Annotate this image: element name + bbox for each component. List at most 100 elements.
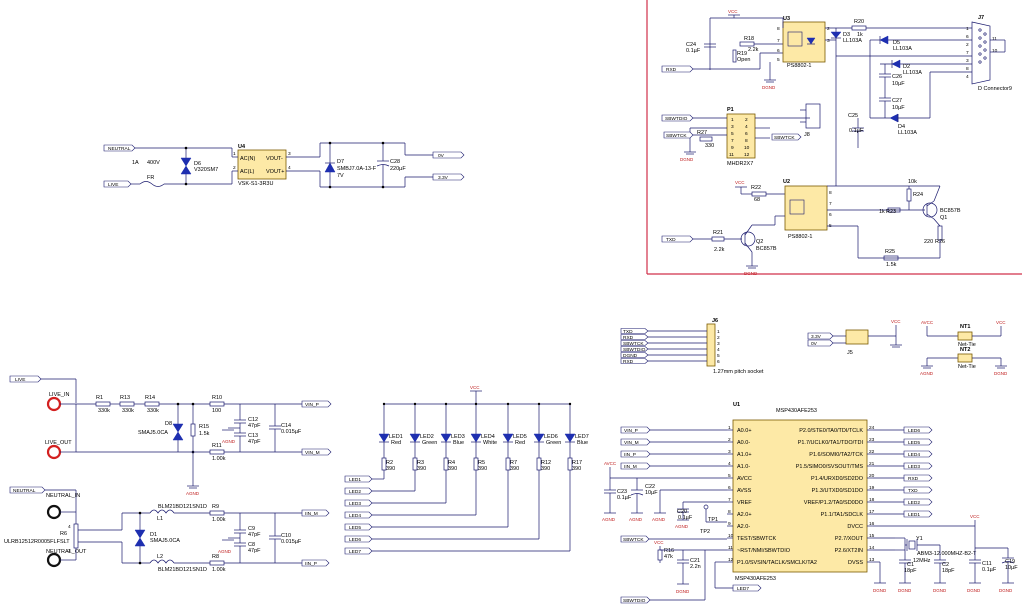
net-label-vin-m: VIN_M — [305, 450, 320, 456]
net-flag-mcu-right — [903, 462, 933, 470]
agnd-label-r15: AGND — [186, 491, 200, 496]
net-flag-sbwtck-mcu — [620, 535, 650, 543]
net-label-vin-p: VIN_P — [305, 402, 319, 408]
net-flag-mcu-left — [620, 450, 651, 458]
net-label-mcu-right: LED5 — [908, 440, 920, 446]
d5-ref: D5 — [893, 40, 900, 46]
led-color: Blue — [453, 440, 464, 446]
net-flag-live-ps — [103, 180, 132, 188]
net-label-j6: RXD — [623, 359, 634, 365]
net-label-3v3: 3.3V — [438, 175, 449, 181]
mcu-dgnd-rst: DGND — [676, 589, 690, 594]
nt1-tie — [957, 331, 973, 341]
mcu-pin-number: 2 — [728, 437, 731, 443]
mcu-dgnd-c2: DGND — [933, 588, 947, 593]
net-flag-j6 — [620, 346, 649, 352]
net-label-led: LED5 — [349, 525, 361, 531]
c10-value: 0.015µF — [281, 539, 302, 545]
c21-value: 2.2n — [690, 564, 701, 570]
net-flag-mcu-right — [903, 438, 933, 446]
mcu-pin-number: 16 — [869, 521, 875, 527]
nt1-label: Net-Tie — [958, 342, 976, 348]
svg-text:11: 11 — [992, 36, 997, 42]
mcu-pin-name: P2.7/XOUT — [835, 536, 864, 542]
c24-value: 0.1µF — [686, 48, 701, 54]
q2-ref: Q2 — [756, 239, 763, 245]
net-label-mcu-left: IIN_P — [624, 452, 636, 458]
svg-text:4: 4 — [966, 74, 969, 80]
d6-ref: D6 — [194, 161, 201, 167]
led-resistor-value: 390 — [510, 466, 519, 472]
led-resistor-ref: R2 — [386, 460, 393, 466]
svg-text:8: 8 — [745, 138, 748, 144]
led-diode-symbol — [564, 433, 576, 443]
net-label-mcu-left: IIN_M — [624, 464, 637, 470]
c14-value: 0.015µF — [281, 429, 302, 435]
nt2-ref: NT2 — [960, 347, 970, 353]
d1-ref: D1 — [150, 532, 157, 538]
svg-text:10: 10 — [744, 145, 750, 151]
mcu-pin-number: 19 — [869, 485, 875, 491]
net-label-live-fe: LIVE — [15, 377, 25, 383]
mcu-avcc: AVCC — [604, 461, 617, 466]
led-diode-symbol — [533, 433, 545, 443]
net-label-led: LED2 — [349, 489, 361, 495]
net-label-sbwtdio-p1: SBWTDIO — [665, 116, 688, 122]
net-flag-j6 — [620, 358, 649, 364]
led-ref: LED7 — [575, 434, 589, 440]
svg-text:5: 5 — [731, 131, 734, 137]
net-flag-mcu-right — [903, 474, 933, 482]
mcu-pin-name: A2.0- — [737, 524, 750, 530]
net-flag-j6 — [620, 328, 649, 334]
net-flag-3v3-j5 — [807, 332, 834, 340]
mcu-pin-name: TEST/SBWTCK — [737, 536, 776, 542]
u3-optocoupler — [782, 21, 826, 63]
c13-ref: C13 — [248, 433, 258, 439]
net-label-live-ps: LIVE — [108, 182, 118, 188]
l1-ferrite — [149, 509, 175, 514]
led-resistor-value: 390 — [478, 466, 487, 472]
p1-header — [726, 113, 756, 159]
vcc-label-leds: VCC — [470, 385, 480, 390]
led-resistor-ref: R17 — [572, 460, 582, 466]
mcu-pin-name: A0.0- — [737, 440, 750, 446]
r1-value: 330k — [98, 408, 110, 414]
mcu-pin-name: P1.7/UCLK0/TA1/TDO/TDI — [798, 440, 864, 446]
live-out-label: LIVE_OUT — [45, 440, 72, 446]
c19-ref: C19 — [1005, 559, 1015, 565]
svg-text:7: 7 — [829, 201, 832, 207]
q1-ref: Q1 — [940, 215, 947, 221]
svg-text:1: 1 — [966, 26, 969, 32]
net-flag-sbwtdio-mcu — [620, 596, 651, 604]
j6-pin-number: 2 — [717, 335, 720, 341]
d6-varistor-symbol — [180, 157, 192, 167]
r23-label: R23 — [886, 209, 896, 215]
r21-ref: R21 — [713, 230, 723, 236]
net-flag-led — [344, 487, 373, 495]
r25-value: 1.5k — [886, 262, 897, 268]
svg-text:12: 12 — [744, 152, 750, 158]
net-label-mcu-left: VIN_M — [624, 440, 639, 446]
svg-text:2: 2 — [966, 42, 969, 48]
mcu-agnd-1: AGND — [602, 517, 616, 522]
led-ref: LED3 — [451, 434, 465, 440]
net-flag-led — [344, 547, 373, 555]
svg-text:9: 9 — [731, 145, 734, 151]
svg-text:4: 4 — [745, 124, 748, 130]
u1-msp430 — [732, 419, 868, 573]
svg-text:3: 3 — [288, 151, 291, 157]
u1-part-bottom: MSP430AFE253 — [735, 576, 776, 582]
r13-value: 330k — [122, 408, 134, 414]
net-label-iin-m: IIN_M — [305, 511, 318, 517]
r1-ref: R1 — [96, 395, 103, 401]
j7-dsub-connector — [971, 21, 991, 85]
mcu-pin-name: AVCC — [737, 476, 752, 482]
net-label-neutral-ps: NEUTRAL — [108, 146, 131, 152]
svg-text:3: 3 — [68, 548, 71, 554]
net-label-led: LED1 — [349, 477, 361, 483]
d8-part: SMAJ5.0CA — [138, 430, 168, 436]
j6-pin-number: 5 — [717, 353, 720, 359]
c8-ref: C8 — [248, 542, 255, 548]
net-flag-mcu-right — [903, 510, 933, 518]
net-label-led: LED6 — [349, 537, 361, 543]
